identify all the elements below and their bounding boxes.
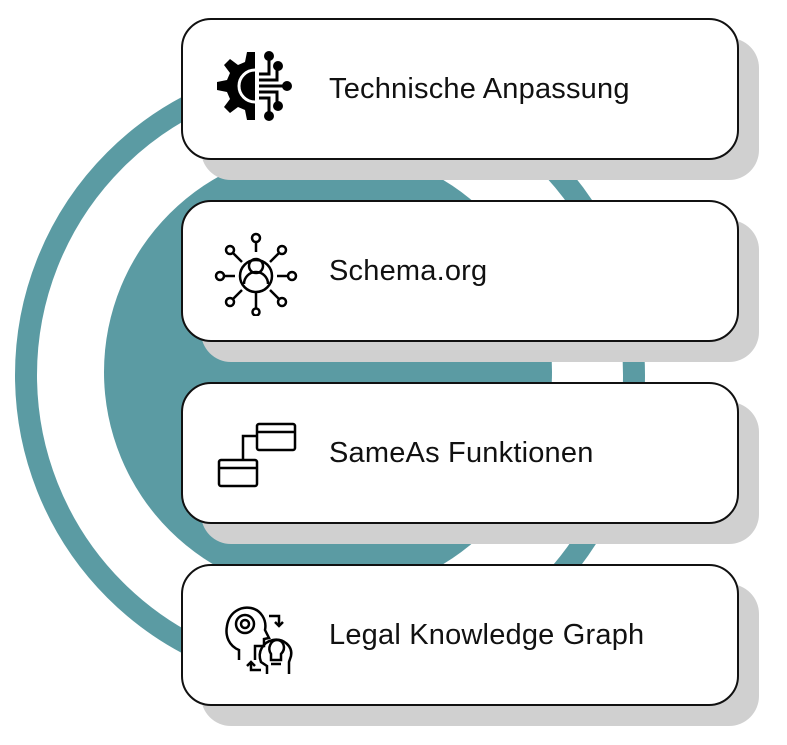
step-label: Technische Anpassung <box>329 72 630 105</box>
step-label: SameAs Funktionen <box>329 436 594 469</box>
step-card-legal-knowledge-graph: Legal Knowledge Graph <box>181 564 759 726</box>
step-card-schema-org: Schema.org <box>181 200 759 362</box>
step-label: Legal Knowledge Graph <box>329 618 645 651</box>
gear-circuit-icon <box>211 44 301 134</box>
heads-idea-exchange-icon <box>211 590 301 680</box>
user-network-icon <box>211 226 301 316</box>
step-card-technische-anpassung: Technische Anpassung <box>181 18 759 180</box>
step-card-sameas-funktionen: SameAs Funktionen <box>181 382 759 544</box>
linked-windows-icon <box>211 408 301 498</box>
step-label: Schema.org <box>329 254 488 287</box>
